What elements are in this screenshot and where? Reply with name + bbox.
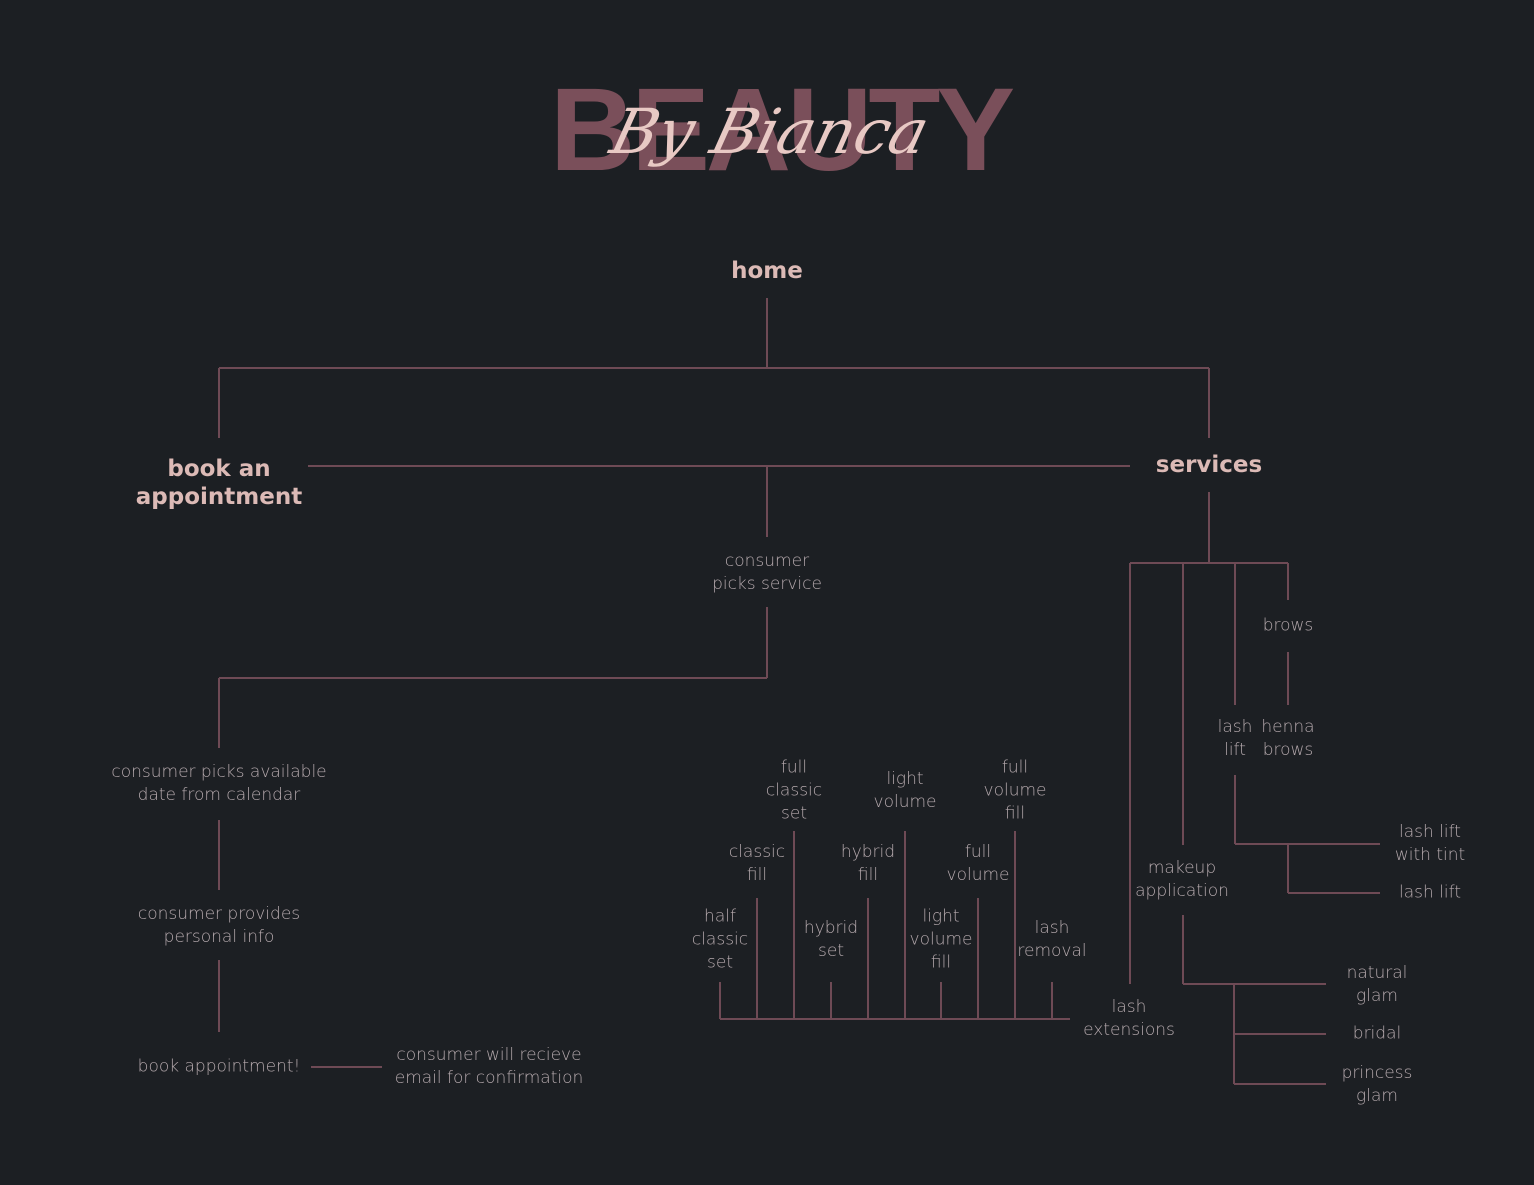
node-book-appointment: book an appointment (135, 456, 303, 510)
node-lash-removal: lash removal (1017, 918, 1087, 961)
node-picks-date: consumer picks available date from calen… (111, 762, 327, 805)
node-hybrid-fill: hybrid fill (840, 842, 896, 885)
node-makeup-application: makeup application (1135, 858, 1229, 901)
node-home: home (731, 258, 803, 284)
node-henna-brows: henna brows (1261, 717, 1315, 760)
node-provides-info: consumer provides personal info (137, 904, 301, 947)
node-lash-extensions: lash extensions (1083, 997, 1175, 1040)
node-confirmation: consumer will recieve email for confirma… (394, 1045, 584, 1088)
node-lash-lift-only: lash lift (1399, 882, 1461, 903)
node-full-volume-fill: full volume fill (983, 757, 1047, 824)
node-full-classic-set: full classic set (765, 757, 823, 824)
node-classic-fill: classic fill (728, 842, 786, 885)
node-half-classic-set: half classic set (691, 906, 749, 973)
node-full-volume: full volume (946, 842, 1010, 885)
node-services: services (1155, 452, 1263, 478)
node-hybrid-set: hybrid set (803, 918, 859, 961)
logo-wordmark: BEAUTY (550, 64, 1015, 196)
node-picks-service: consumer picks service (712, 551, 822, 594)
node-light-volume-fill: light volume fill (909, 906, 973, 973)
node-lash-lift: lash lift (1217, 717, 1253, 760)
node-natural-glam: natural glam (1346, 963, 1408, 1006)
node-book: book appointment! (137, 1056, 301, 1077)
node-princess-glam: princess glam (1341, 1063, 1413, 1106)
node-brows: brows (1262, 615, 1314, 636)
node-light-volume: light volume (873, 769, 937, 812)
node-bridal: bridal (1352, 1023, 1402, 1044)
logo-script: By Bianca (603, 95, 937, 168)
node-lash-lift-with-tint: lash lift with tint (1394, 822, 1466, 865)
